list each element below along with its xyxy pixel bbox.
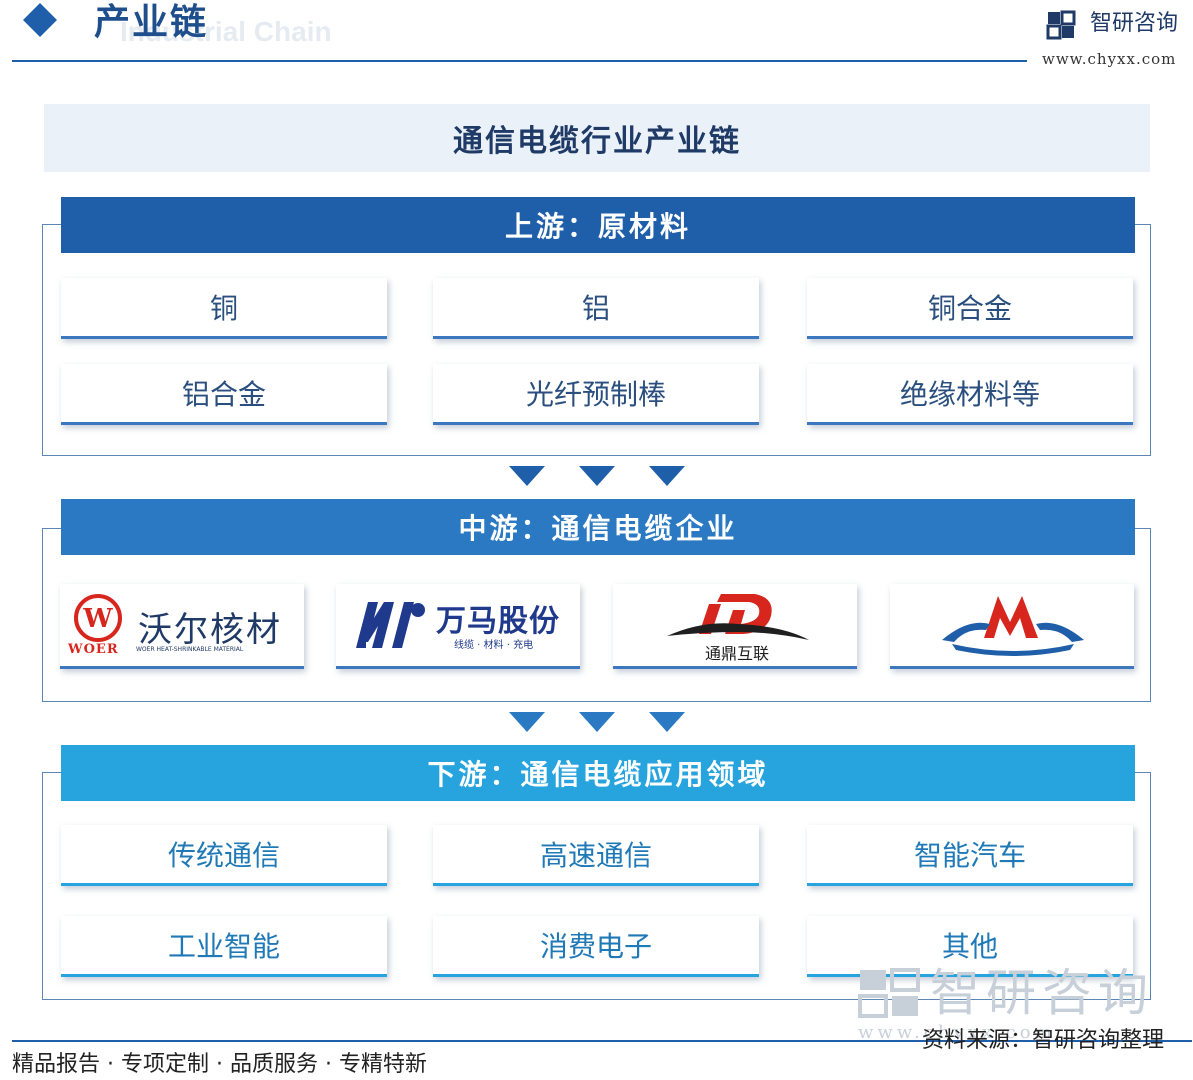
upstream-item: 绝缘材料等: [807, 364, 1133, 425]
wanma-logo-icon: [356, 602, 425, 648]
wanma-tagline: 线缆 · 材料 · 充电: [454, 640, 534, 651]
header-subtitle: Industrial Chain: [120, 16, 332, 47]
flow-arrow-icon: [509, 466, 545, 486]
main-title: 通信电缆行业产业链: [453, 124, 741, 159]
downstream-item: 智能汽车: [807, 825, 1133, 886]
wanma-name: 万马股份: [436, 604, 560, 639]
main-title-box: 通信电缆行业产业链: [44, 104, 1150, 172]
page-title: 产业链: [94, 2, 209, 43]
htgd-logo-icon: [942, 596, 1084, 656]
downstream-label: 下游：通信电缆应用领域: [427, 758, 769, 791]
upstream-item: 铝合金: [61, 364, 387, 425]
company-card-htgd: HTGD: [890, 584, 1134, 669]
footer-slogan: 精品报告 · 专项定制 · 品质服务 · 专精特新: [12, 1052, 427, 1077]
brand-name: 智研咨询: [1090, 11, 1179, 36]
midstream-label: 中游：通信电缆企业: [458, 512, 738, 545]
midstream-header: 中游：通信电缆企业: [61, 499, 1135, 555]
downstream-item: 传统通信: [61, 825, 387, 886]
downstream-item: 其他: [807, 916, 1133, 977]
watermark-logo-icon: [858, 968, 920, 1018]
upstream-item: 铝: [433, 278, 759, 339]
flow-arrow-icon: [579, 712, 615, 732]
brand-logo-icon: [1046, 10, 1076, 40]
brand-url: www.chyxx.com: [1042, 50, 1177, 68]
upstream-item: 铜合金: [807, 278, 1133, 339]
upstream-label: 上游：原材料: [504, 210, 691, 243]
flow-arrow-icon: [509, 712, 545, 732]
woer-en: WOER: [68, 642, 119, 657]
flow-arrow-icon: [649, 712, 685, 732]
upstream-item: 光纤预制棒: [433, 364, 759, 425]
flow-arrow-icon: [649, 466, 685, 486]
upstream-item: 铜: [61, 278, 387, 339]
downstream-item: 高速通信: [433, 825, 759, 886]
downstream-item: 消费电子: [433, 916, 759, 977]
flow-arrow-icon: [579, 466, 615, 486]
header-divider: [12, 60, 1027, 62]
woer-tagline: WOER HEAT-SHRINKABLE MATERIAL: [136, 646, 244, 653]
htgd-name: HTGD: [996, 638, 1033, 653]
company-card-wanma: 万马股份 线缆 · 材料 · 充电: [336, 584, 580, 669]
source-note: 资料来源：智研咨询整理: [922, 1028, 1165, 1053]
company-card-tongding: 通鼎互联: [613, 584, 857, 669]
downstream-item: 工业智能: [61, 916, 387, 977]
downstream-header: 下游：通信电缆应用领域: [61, 745, 1135, 801]
svg-text:W: W: [82, 604, 113, 634]
upstream-header: 上游：原材料: [61, 197, 1135, 253]
watermark-name: 智研咨询: [930, 964, 1154, 1022]
tongding-name: 通鼎互联: [705, 644, 770, 663]
woer-name: 沃尔核材: [138, 610, 282, 650]
header-diamond-icon: [23, 3, 57, 37]
tongding-logo-icon: [667, 594, 809, 640]
company-card-woer: W WOER 沃尔核材 WOER HEAT-SHRINKABLE MATERIA…: [60, 584, 304, 669]
footer-divider: [12, 1040, 1192, 1042]
woer-logo-icon: W: [74, 594, 122, 642]
watermark-url: www.chyxx.com: [858, 1022, 1056, 1043]
